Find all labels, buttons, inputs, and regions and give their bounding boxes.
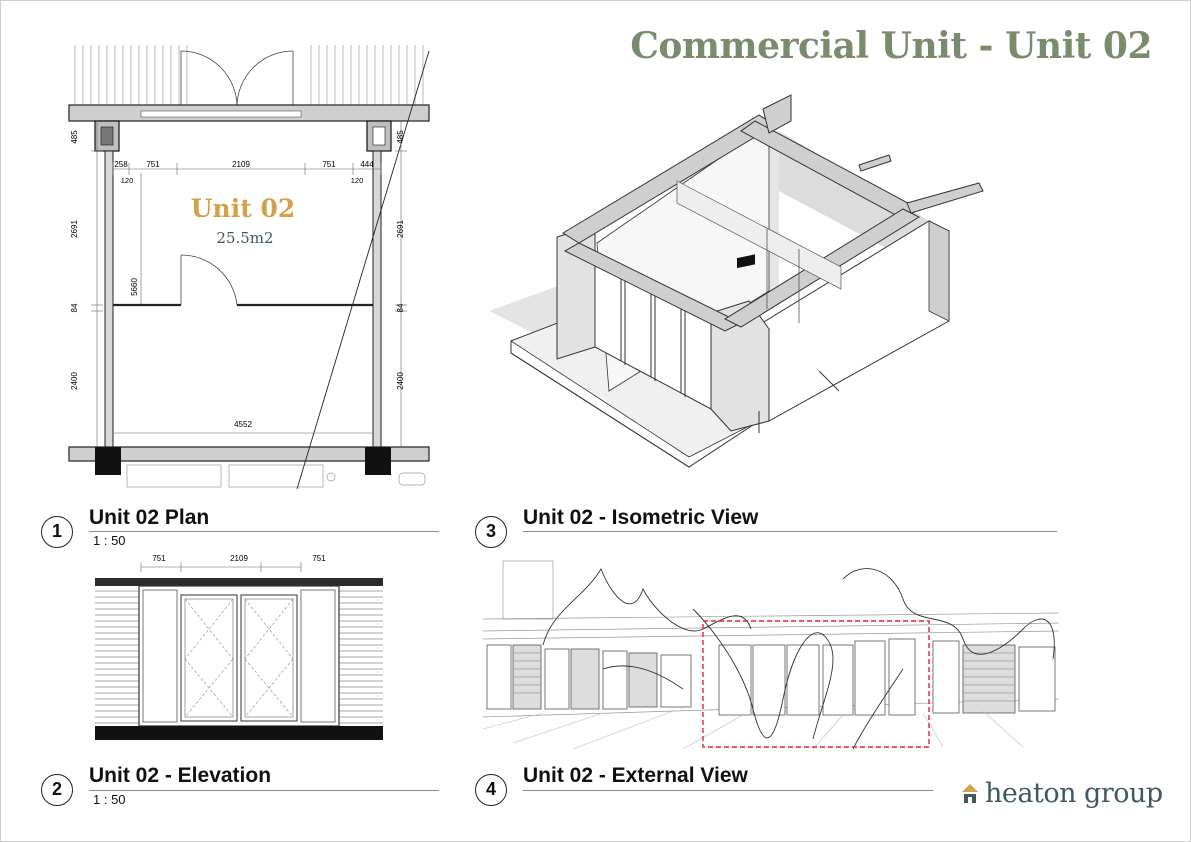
brick-pier: [710, 300, 770, 432]
dim-right-2: 2691: [396, 220, 405, 238]
dim-left-2: 2691: [70, 220, 79, 238]
party-wall-right: [372, 150, 382, 448]
view-number-2: 2: [41, 774, 73, 806]
dim-left-4: 2400: [70, 372, 79, 390]
storefront-row: [486, 638, 1056, 716]
cladding-hatch: [74, 45, 424, 105]
roof-fascia: [95, 578, 383, 586]
view-number-1: 1: [41, 516, 73, 548]
unit-name: Unit 02: [191, 194, 296, 223]
rear-wall: [68, 446, 430, 462]
house-icon: [962, 784, 978, 803]
column: [365, 447, 391, 475]
dim-inner-height: 5660: [130, 278, 139, 296]
roof-frame: [562, 94, 984, 332]
elev-dim-1: 751: [152, 554, 166, 563]
elev-dim-2: 2109: [230, 554, 248, 563]
elev-dim-3: 751: [312, 554, 326, 563]
unit-plan-drawing: 258 751 2109 751 444 120 120 485 2691 84…: [68, 45, 430, 489]
shopfront-glazing: [140, 110, 302, 118]
door-opening-marks: [184, 598, 294, 718]
view-number-3: 3: [475, 516, 507, 548]
view-label-plan: Unit 02 Plan: [89, 506, 210, 529]
cladding-lines: [95, 590, 383, 724]
dim-right-4: 2400: [396, 372, 405, 390]
tree-outlines: [542, 567, 1055, 750]
brand-name: heaton group: [985, 777, 1163, 809]
section-line: [296, 50, 430, 489]
dim-small-right: 120: [351, 176, 364, 185]
view-label-external: Unit 02 - External View: [523, 764, 748, 787]
plan-scale: 1 : 50: [93, 533, 126, 548]
shopfront-glazing: [594, 250, 712, 410]
elevation-scale: 1 : 50: [93, 792, 126, 807]
facade-door-swing: [180, 50, 294, 108]
dim-right-3: 84: [396, 303, 405, 312]
view-label-isometric: Unit 02 - Isometric View: [523, 506, 759, 529]
dim-left-1: 485: [70, 130, 79, 144]
shopfront-frame: [138, 585, 340, 727]
dim-top-1: 258: [114, 160, 128, 169]
isometric-view-drawing: [489, 94, 984, 468]
dim-left-3: 84: [70, 303, 79, 312]
view-rule: [523, 531, 1057, 532]
view-number-4: 4: [475, 774, 507, 806]
dim-top-4: 751: [322, 160, 336, 169]
view-rule: [89, 790, 439, 791]
column: [95, 447, 121, 475]
dim-small-left: 120: [121, 176, 134, 185]
dim-top-2: 751: [146, 160, 160, 169]
dim-bottom: 4552: [234, 420, 252, 429]
dim-top-5: 444: [360, 160, 374, 169]
dim-top-3: 2109: [232, 160, 250, 169]
brand-logo: heaton group: [961, 775, 1163, 811]
dim-right-1: 485: [396, 130, 405, 144]
view-rule: [89, 531, 439, 532]
unit-highlight-box: [702, 620, 930, 748]
external-view-drawing: [483, 560, 1059, 750]
view-rule: [523, 790, 933, 791]
party-wall-left: [104, 150, 114, 448]
unit-elevation-drawing: 751 2109 751 2530: [95, 554, 383, 740]
sheet-title: Commercial Unit - Unit 02: [630, 25, 1152, 67]
unit-area: 25.5m2: [216, 229, 273, 247]
view-label-elevation: Unit 02 - Elevation: [89, 764, 272, 787]
internal-door: [180, 254, 238, 306]
dimension-lines: [91, 121, 407, 447]
ground-plinth: [95, 726, 383, 740]
